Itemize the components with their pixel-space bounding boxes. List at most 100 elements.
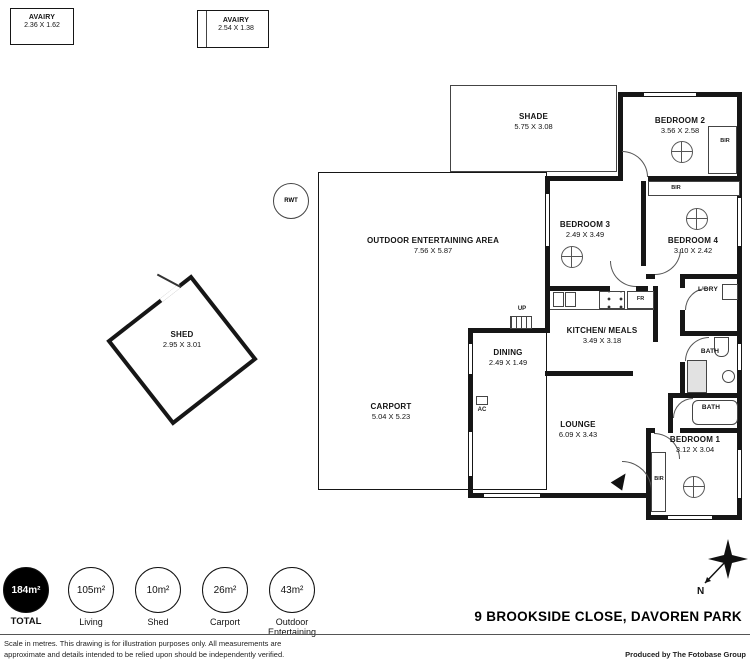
room-label-bath1: BATH: [700, 348, 720, 355]
steps-icon: [510, 316, 532, 329]
ceiling-fan-icon: [686, 208, 708, 230]
legend-item-carport: 26m² Carport: [190, 567, 260, 627]
outdoor-area-badge: 43m²: [269, 567, 315, 613]
ceiling-fan-icon: [683, 476, 705, 498]
room-label-bedroom3: BEDROOM 3 2.49 X 3.49: [559, 220, 611, 239]
bir-label: BIR: [654, 476, 664, 482]
wall: [668, 393, 673, 433]
room-label-dining: DINING 2.49 X 1.49: [488, 348, 528, 367]
basin-icon: [722, 370, 735, 383]
stove-icon: [599, 291, 625, 309]
bir-bedroom2: [708, 126, 737, 174]
wall: [737, 92, 742, 520]
wall: [681, 274, 742, 279]
wall: [468, 493, 653, 498]
produced-by: Produced by The Fotobase Group: [625, 650, 746, 659]
wall: [646, 428, 655, 433]
wall: [680, 331, 742, 336]
kitchen-bench-line: [550, 309, 654, 310]
wall: [680, 274, 685, 288]
window: [668, 515, 712, 520]
legend-item-shed: 10m² Shed: [123, 567, 193, 627]
laundry-trough-icon: [722, 284, 738, 300]
compass-icon: N: [697, 539, 748, 596]
wall: [668, 393, 742, 398]
shed-door-leaf: [156, 273, 182, 289]
carport-area-badge: 26m²: [202, 567, 248, 613]
shower-icon: [687, 360, 707, 393]
window: [737, 198, 742, 246]
wall: [545, 176, 622, 181]
kitchen-sink-icon: [565, 292, 576, 307]
fridge-icon: [627, 291, 654, 309]
window: [468, 432, 473, 476]
wall: [618, 92, 623, 181]
wall: [636, 286, 648, 291]
window: [644, 92, 696, 97]
kitchen-sink-icon: [553, 292, 564, 307]
shed-label: SHED 2.95 X 3.01: [162, 330, 202, 349]
living-area-badge: 105m²: [68, 567, 114, 613]
wall: [646, 428, 651, 520]
window: [545, 194, 550, 246]
avairy-2-outline: [197, 10, 269, 48]
disclaimer-line-2: approximate and details intended to be r…: [4, 650, 285, 659]
area-legend: 184m² TOTAL 105m² Living 10m² Shed 26m² …: [0, 567, 360, 642]
wall: [545, 176, 550, 333]
bir-label: BIR: [671, 185, 681, 191]
room-label-bedroom2: BEDROOM 2 3.56 X 2.58: [654, 116, 706, 135]
wall: [680, 310, 685, 336]
wall: [468, 328, 550, 333]
avairy-1-label: AVAIRY 2.36 X 1.62: [24, 14, 60, 30]
avairy-2-inner-wall: [206, 11, 207, 47]
room-label-laundry: L'DRY: [698, 286, 718, 293]
total-area-badge: 184m²: [3, 567, 49, 613]
outdoor-area-label: OUTDOOR ENTERTAINING AREA 7.56 X 5.87: [366, 236, 500, 255]
fridge-label: FR: [636, 296, 645, 302]
ceiling-fan-icon: [561, 246, 583, 268]
footer-divider: [0, 634, 750, 635]
shade-label: SHADE 5.75 X 3.08: [514, 112, 553, 131]
legend-item-total: 184m² TOTAL: [0, 567, 61, 628]
avairy-1-outline: [10, 8, 74, 45]
carport-label: CARPORT 5.04 X 5.23: [370, 402, 412, 421]
wall: [545, 286, 610, 291]
page-title: 9 BROOKSIDE CLOSE, DAVOREN PARK: [474, 609, 742, 624]
room-label-bedroom1: BEDROOM 1 3.12 X 3.04: [669, 435, 721, 454]
toilet-icon: [714, 337, 729, 357]
window: [484, 493, 540, 498]
shed-area-badge: 10m²: [135, 567, 181, 613]
wall: [545, 371, 633, 376]
ceiling-fan-icon: [671, 141, 693, 163]
wall: [646, 274, 655, 279]
wall: [680, 428, 742, 433]
legend-item-outdoor: 43m² Outdoor Entertaining: [257, 567, 327, 638]
room-label-lounge: LOUNGE 6.09 X 3.43: [558, 420, 598, 439]
up-label: UP: [517, 306, 527, 312]
door-arc-bedroom2: [622, 151, 648, 177]
ac-unit-icon: [476, 396, 488, 405]
wall: [680, 362, 685, 398]
room-label-kitchen: KITCHEN/ MEALS 3.49 X 3.18: [566, 326, 638, 345]
shed-outline: [106, 273, 258, 426]
room-label-bath2: BATH: [701, 404, 721, 411]
door-arc-bedroom3: [610, 261, 636, 287]
wall: [641, 181, 646, 266]
shade-outline: [450, 85, 617, 172]
bir-bedroom1: [651, 452, 666, 512]
rainwater-tank-icon: RWT: [273, 183, 309, 219]
bir-label: BIR: [720, 138, 730, 144]
bir-bedroom4: [648, 181, 740, 196]
bathtub-icon: [692, 400, 738, 425]
wall: [653, 286, 658, 342]
room-label-bedroom4: BEDROOM 4 3.10 X 2.42: [667, 236, 719, 255]
disclaimer-line-1: Scale in metres. This drawing is for ill…: [4, 639, 282, 648]
window: [468, 344, 473, 374]
avairy-2-label: AVAIRY 2.54 X 1.38: [218, 17, 254, 33]
svg-text:N: N: [697, 586, 704, 596]
wall: [648, 176, 742, 181]
window: [737, 450, 742, 498]
legend-item-living: 105m² Living: [56, 567, 126, 627]
window: [737, 344, 742, 370]
